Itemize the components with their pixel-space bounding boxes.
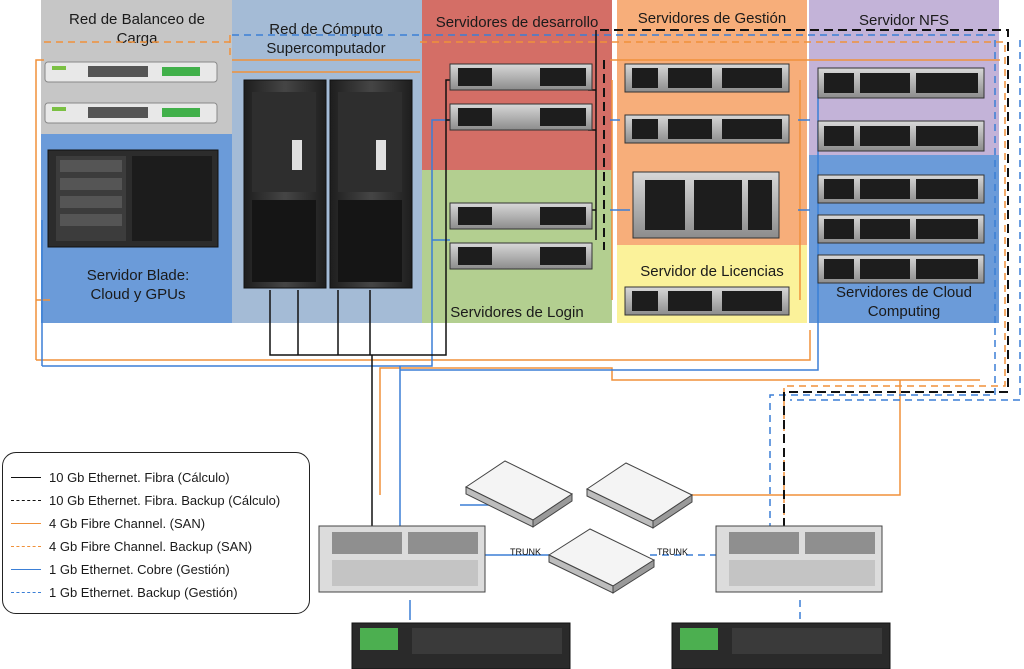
zone-label-login: Servidores de Login xyxy=(450,304,584,321)
legend-item: 10 Gb Ethernet. Fibra (Cálculo) xyxy=(11,467,230,487)
zone-label-blade: Servidor Blade: Cloud y GPUs xyxy=(86,267,190,303)
legend-label: 4 Gb Fibre Channel. Backup (SAN) xyxy=(49,538,253,554)
zone-label-licenses: Servidor de Licencias xyxy=(640,263,784,280)
load-balancer-appliance xyxy=(44,102,218,124)
firewall-appliance xyxy=(671,622,891,669)
load-balancer-appliance xyxy=(44,61,218,83)
legend-item: 1 Gb Ethernet. Backup (Gestión) xyxy=(11,582,238,602)
legend-label: 1 Gb Ethernet. Backup (Gestión) xyxy=(49,584,238,600)
legend-item: 10 Gb Ethernet. Fibra. Backup (Cálculo) xyxy=(11,490,280,510)
core-switch xyxy=(715,525,883,593)
legend-label: 10 Gb Ethernet. Fibra. Backup (Cálculo) xyxy=(49,492,281,508)
trunk-label: TRUNK xyxy=(657,547,688,557)
legend-item: 4 Gb Fibre Channel. (SAN) xyxy=(11,513,205,533)
blade-chassis xyxy=(47,149,219,248)
legend-item: 1 Gb Ethernet. Cobre (Gestión) xyxy=(11,559,230,579)
zone-label-load-balancer: Red de Balanceo de Carga xyxy=(69,11,205,47)
san-switch xyxy=(465,460,573,528)
legend-swatch xyxy=(11,568,41,570)
firewall-appliance xyxy=(351,622,571,669)
legend-item: 4 Gb Fibre Channel. Backup (SAN) xyxy=(11,536,252,556)
san-switch xyxy=(585,462,694,529)
legend-swatch xyxy=(11,499,41,501)
legend-swatch xyxy=(11,522,41,524)
supercomputer-rack xyxy=(243,79,327,289)
zone-label-mgmt: Servidores de Gestión xyxy=(637,10,787,27)
supercomputer-rack xyxy=(329,79,413,289)
legend-label: 1 Gb Ethernet. Cobre (Gestión) xyxy=(49,561,230,577)
zone-label-nfs: Servidor NFS xyxy=(858,12,950,29)
legend: 10 Gb Ethernet. Fibra (Cálculo) 10 Gb Et… xyxy=(2,452,310,614)
trunk-label: TRUNK xyxy=(510,547,541,557)
zone-label-dev: Servidores de desarrollo xyxy=(435,14,599,31)
san-switch xyxy=(547,528,656,594)
legend-swatch xyxy=(11,476,41,478)
legend-label: 10 Gb Ethernet. Fibra (Cálculo) xyxy=(49,469,230,485)
legend-swatch xyxy=(11,545,41,547)
zone-label-cloud: Servidores de Cloud Computing xyxy=(836,284,972,320)
zone-label-compute: Red de Cómputo Supercomputador xyxy=(266,21,386,57)
legend-swatch xyxy=(11,591,41,593)
core-switch xyxy=(318,525,486,593)
legend-label: 4 Gb Fibre Channel. (SAN) xyxy=(49,515,206,531)
